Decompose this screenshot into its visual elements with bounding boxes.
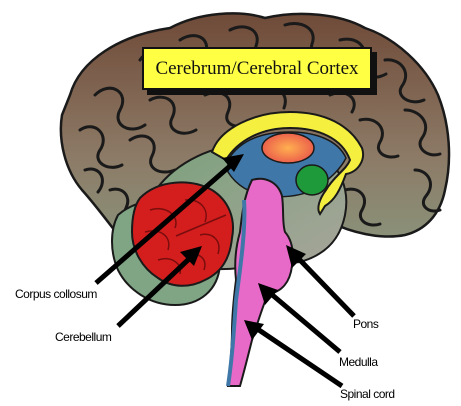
title-box: Cerebrum/Cerebral Cortex	[142, 47, 372, 90]
hypothalamus-node	[296, 165, 328, 195]
cerebellum	[132, 182, 233, 285]
arrow-pons	[298, 258, 354, 316]
label-pons: Pons	[353, 317, 378, 331]
label-cerebellum: Cerebellum	[55, 330, 111, 344]
label-corpus-callosum: Corpus collosum	[15, 287, 97, 301]
label-medulla: Medulla	[339, 355, 378, 369]
title-label: Cerebrum/Cerebral Cortex	[155, 58, 358, 80]
thalamus	[262, 133, 314, 163]
arrow-spinal-cord	[256, 328, 342, 386]
label-spinal-cord: Spinal cord	[340, 387, 395, 401]
